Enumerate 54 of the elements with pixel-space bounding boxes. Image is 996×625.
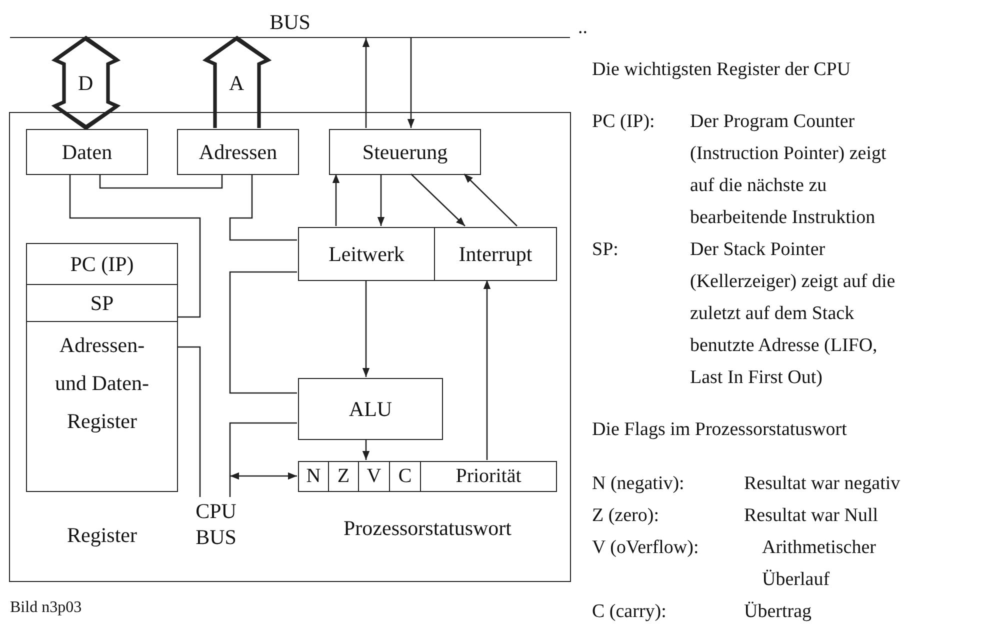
process-box: Leitwerk [298,227,435,281]
definition-text: Arithmetischer Überlauf [762,536,877,592]
arrow [332,174,340,226]
note-mark: .. [578,16,588,40]
term-label: C (carry): [592,600,666,624]
process-box: ALU [298,378,443,440]
section-heading: Die Flags im Prozessorstatuswort [592,418,847,442]
arrow [377,174,385,226]
figure-caption: Bild n3p03 [10,598,82,618]
flag-cell: C [389,461,421,492]
definition-text: Resultat war Null [744,504,880,528]
bus-line [99,174,223,189]
term-label: V (oVerflow): [592,536,699,560]
arrow [362,38,370,128]
flag-cell: Z [328,461,359,492]
flag-cell: V [358,461,390,492]
bus-line [229,174,297,241]
flag-cell: N [298,461,329,492]
bus-arrow [51,36,121,130]
process-box: Adressen [177,129,299,175]
edge-label: A [229,71,244,95]
definition-text: Der Stack Pointer (Kellerzeiger) zeigt auf die zuletzt auf dem Stack benutzte Adresse (LIFO, Last In First Out) [690,238,896,390]
arrow [362,280,370,377]
definition-text: Der Program Counter (Instruction Pointer) zeigt auf die nächste zu bearbeitende Instruktion [690,110,888,230]
process-box: Daten [26,129,148,175]
process-box: PC (IP) [26,243,178,285]
term-label: PC (IP): [592,110,655,134]
definition-text: Übertrag [744,600,813,624]
process-box: Steuerung [329,129,481,175]
arrow [407,38,415,128]
arrow [410,174,466,226]
bus-line [229,271,297,394]
process-box: Interrupt [434,227,557,281]
cpu-box [9,112,571,582]
arrow [464,174,518,226]
group-caption: Prozessorstatuswort [342,516,512,541]
section-heading: Die wichtigsten Register der CPU [592,58,851,82]
bus-label: CPU BUS [183,467,249,550]
process-box: SP [26,284,178,322]
arrow [230,472,297,480]
arrow [483,280,491,460]
edge-label: D [78,71,94,95]
register-cell: Adressen- und Daten- Register [26,321,178,492]
bus-line [229,422,297,497]
system-bus: BUS [10,10,570,38]
bus-arrow [202,36,272,130]
term-label: SP: [592,238,618,262]
bus-line [69,174,201,318]
term-label: N (negativ): [592,472,684,496]
bus-line [177,346,201,497]
term-label: Z (zero): [592,504,659,528]
flag-cell: Priorität [420,461,557,492]
arrow [362,439,370,460]
definition-text: Resultat war negativ [744,472,902,496]
